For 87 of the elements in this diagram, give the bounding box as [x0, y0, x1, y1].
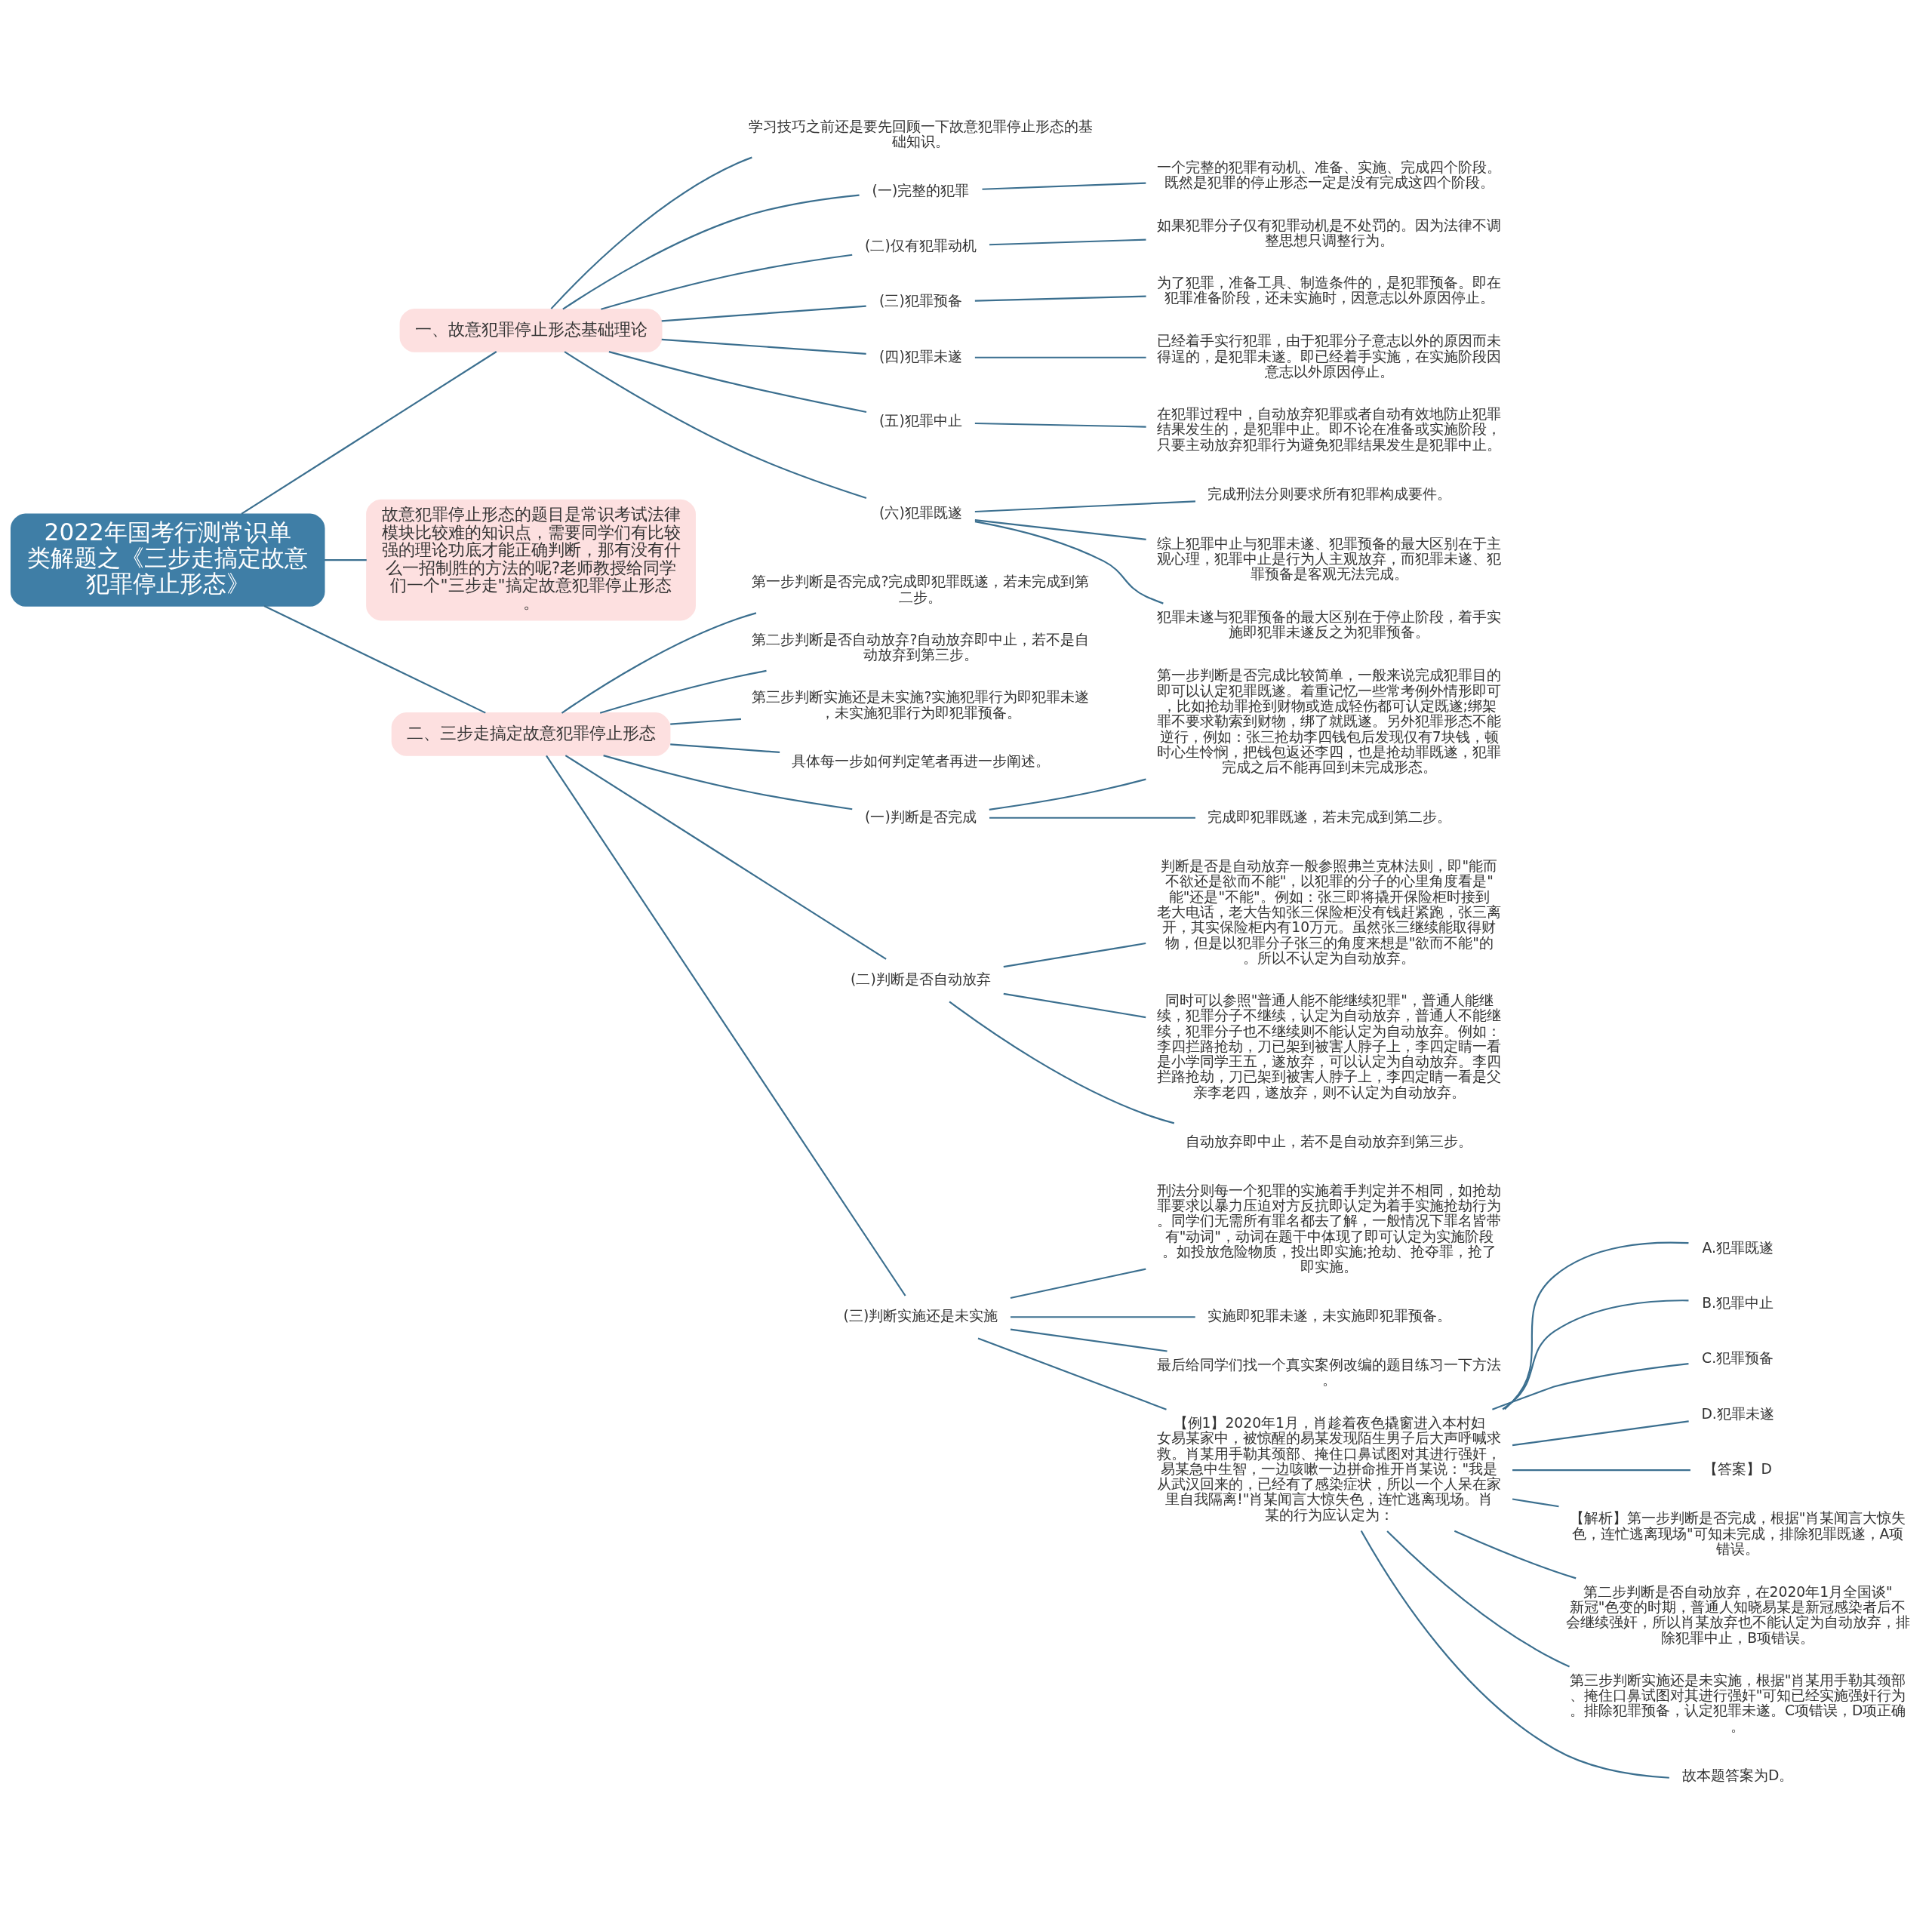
node-text: 如果犯罪分子仅有犯罪动机是不处罚的。因为法律不调整思想只调整行为。: [1157, 217, 1502, 248]
connector: [1010, 1328, 1168, 1352]
node-text: 在犯罪过程中，自动放弃犯罪或者自动有效地防止犯罪结果发生的，是犯罪中止。即不论在准备或实施阶段，只要主动放弃犯罪行为避免犯罪结果发生是犯罪中止。: [1157, 406, 1502, 453]
connector: [564, 351, 867, 499]
node-text: 第一步判断是否完成比较简单，一般来说完成犯罪目的即可以认定犯罪既遂。着重记忆一些常考例外情形即可，比如抢劫罪抢到财物或造成轻伤都可认定既遂;绑架罪不要求勒索到财物，绑了就既遂。另外犯罪形态不能逆行，例如：张三抢劫李四钱包后发现仅有7块钱，顿时心生怜悯，把钱包返还李四，也是抢劫罪既遂，犯罪完成之后不能再回到未完成形态。: [1157, 667, 1502, 776]
node-text: 第一步判断是否完成?完成即犯罪既遂，若未完成到第二步。: [752, 574, 1090, 605]
connector: [1360, 1530, 1669, 1779]
connector: [982, 182, 1146, 190]
node-box: 一、故意犯罪停止形态基础理论: [399, 309, 663, 352]
node-text: (六)犯罪既遂: [879, 505, 962, 521]
node-text: 刑法分则每一个犯罪的实施着手判定并不相同，如抢劫罪要求以暴力压迫对方反抗即认定为着手实施抢劫行为。同学们无需所有罪名都去了解，一般情况下罪名皆带有"动词"，动词在题干中体现了即可认定为实施阶段。如投放危险物质，投出即实施;抢劫、抢夺罪，抢了即实施。: [1157, 1182, 1502, 1275]
connector: [1492, 1363, 1689, 1410]
node-text: 综上犯罪中止与犯罪未遂、犯罪预备的最大区别在于主观心理，犯罪中止是行为人主观放弃，而犯罪未遂、犯罪预备是客观无法完成。: [1157, 535, 1502, 583]
connector: [550, 156, 752, 309]
node-text: 一个完整的犯罪有动机、准备、实施、完成四个阶段。既然是犯罪的停止形态一定是没有完成这四个阶段。: [1157, 159, 1502, 191]
node-text: 为了犯罪，准备工具、制造条件的，是犯罪预备。即在犯罪准备阶段，还未实施时，因意志以外原因停止。: [1157, 275, 1502, 306]
node-text: 具体每一步如何判定笔者再进一步阐述。: [791, 753, 1050, 770]
node-text: 同时可以参照"普通人能不能继续犯罪"，普通人能继续，犯罪分子不继续，认定为自动放弃，普通人不能继续，犯罪分子也不继续则不能认定为自动放弃。例如：李四拦路抢劫，刀已架到被害人脖子上，李四定睛一看是小学同学王五，遂放弃，可以认定为自动放弃。李四拦路抢劫，刀已架到被害人脖子上，李四定睛一看是父亲李老四，遂放弃，则不认定为自动放弃。: [1157, 992, 1502, 1100]
connector: [1512, 1469, 1690, 1472]
node-text: 实施即犯罪未遂，未实施即犯罪预备。: [1207, 1308, 1451, 1324]
connector: [989, 778, 1146, 810]
node-text: 第三步判断实施还是未实施，根据"肖某用手勒其颈部、掩住口鼻试图对其进行强奸"可知已经实施强奸行为。排除犯罪预备，认定犯罪未遂。C项错误，D项正确。: [1569, 1672, 1906, 1734]
connector: [546, 755, 906, 1296]
node-box: 二、三步走搞定故意犯罪停止形态: [391, 712, 671, 756]
connector: [1003, 992, 1146, 1019]
node-text: (四)犯罪未遂: [879, 348, 962, 364]
connector: [601, 254, 853, 310]
connector: [989, 238, 1146, 246]
connector: [1512, 1420, 1689, 1447]
node-text: (三)犯罪预备: [879, 293, 962, 309]
node-text: 第二步判断是否自动放弃?自动放弃即中止，若不是自动放弃到第三步。: [752, 631, 1090, 663]
connector: [565, 755, 887, 960]
connector: [263, 605, 486, 714]
node-text: 犯罪未遂与犯罪预备的最大区别在于停止阶段，着手实施即犯罪未遂反之为犯罪预备。: [1157, 609, 1502, 641]
node-text: 完成刑法分则要求所有犯罪构成要件。: [1207, 486, 1451, 503]
connector: [661, 305, 866, 322]
node-text: 学习技巧之前还是要先回顾一下故意犯罪停止形态的基础知识。: [748, 118, 1093, 149]
node-text: D.犯罪未遂: [1701, 1405, 1774, 1422]
node-text: 故本题答案为D。: [1681, 1767, 1794, 1783]
connector: [562, 194, 860, 310]
connector: [974, 520, 1164, 604]
node-text: (二)仅有犯罪动机: [865, 237, 977, 254]
node-text: C.犯罪预备: [1702, 1350, 1774, 1367]
node-text: 【答案】D: [1703, 1460, 1772, 1477]
node-text: (三)判断实施还是未实施: [843, 1308, 998, 1324]
node-text: (二)判断是否自动放弃: [851, 970, 991, 987]
connector: [1003, 942, 1146, 968]
connector: [989, 817, 1195, 819]
node-text: A.犯罪既遂: [1702, 1239, 1774, 1256]
connector: [325, 559, 367, 561]
connector: [1454, 1530, 1577, 1579]
connector: [974, 295, 1146, 302]
connector: [974, 500, 1195, 513]
node-text: 完成即犯罪既遂，若未完成到第二步。: [1207, 808, 1451, 825]
connector: [974, 422, 1146, 428]
connector: [977, 1337, 1167, 1410]
connector: [949, 1001, 1175, 1124]
node-text: 判断是否是自动放弃一般参照弗兰克林法则，即"能而不欲还是欲而不能"，以犯罪的分子的心里角度看是"能"还是"不能"。例如：张三即将撬开保险柜时接到老大电话，老大告知张三保险柜没有钱赶紧跑，张三离开，其实保险柜内有10万元。虽然张三继续能取得财物，但是以犯罪分子张三的角度来想是"欲而不能"的。所以不认定为自动放弃。: [1157, 858, 1502, 966]
connector: [1504, 1241, 1689, 1410]
node-text: 自动放弃即中止，若不是自动放弃到第三步。: [1186, 1133, 1473, 1150]
node-text: 最后给同学们找一个真实案例改编的题目练习一下方法。: [1157, 1356, 1502, 1389]
node-text: B.犯罪中止: [1702, 1294, 1774, 1311]
connector: [561, 612, 757, 714]
connector: [1010, 1316, 1195, 1318]
node-box: 故意犯罪停止形态的题目是常识考试法律模块比较难的知识点，需要同学们有比较强的理论功底才能正确判断，那有没有什么一招制胜的方法的呢?老师教授给同学们一个"三步走"搞定故意犯罪停止形态。: [366, 499, 696, 621]
connector: [1386, 1530, 1570, 1668]
node-text: 【例1】2020年1月，肖趁着夜色撬窗进入本村妇女易某家中，被惊醒的易某发现陌生男子后大声呼喊求救。肖某用手勒其颈部、掩住口鼻试图对其进行强奸，易某急中生智，一边咳嗽一边拼命推开肖某说："我是从武汉回来的，已经有了感染症状，所以一个人呆在家里自我隔离!"肖某闻言大惊失色，连忙逃离现场。肖某的行为应认定为：: [1157, 1415, 1502, 1523]
node-text: 第二步判断是否自动放弃，在2020年1月全国谈"新冠"色变的时期，普通人知晓易某是新冠感染者后不会继续强奸，所以肖某放弃也不能认定为自动放弃，排除犯罪中止，B项错误。: [1565, 1583, 1910, 1646]
connector: [1502, 1299, 1689, 1410]
connector: [1010, 1268, 1146, 1299]
connector: [670, 718, 741, 725]
connector: [599, 669, 767, 714]
connector: [974, 519, 1146, 540]
node-text: 【解析】第一步判断是否完成，根据"肖某闻言大惊失色，连忙逃离现场"可知未完成，排除犯罪既遂，A项错误。: [1569, 1510, 1906, 1557]
node-box: 2022年国考行测常识单类解题之《三步走搞定故意犯罪停止形态》: [10, 513, 325, 607]
connector: [1512, 1498, 1559, 1508]
node-text: 已经着手实行犯罪，由于犯罪分子意志以外的原因而未得逞的，是犯罪未遂。即已经着手实施，在实施阶段因意志以外原因停止。: [1157, 333, 1502, 380]
node-text: (一)判断是否完成: [865, 808, 977, 825]
node-text: (五)犯罪中止: [879, 413, 962, 429]
connector: [241, 351, 497, 515]
node-text: (一)完整的犯罪: [872, 182, 970, 198]
connector: [670, 743, 780, 753]
connector: [661, 338, 866, 355]
connector: [603, 755, 853, 810]
connector: [974, 356, 1146, 358]
node-text: 第三步判断实施还是未实施?实施犯罪行为即犯罪未遂，未实施犯罪行为即犯罪预备。: [752, 689, 1090, 721]
connector: [608, 351, 867, 414]
